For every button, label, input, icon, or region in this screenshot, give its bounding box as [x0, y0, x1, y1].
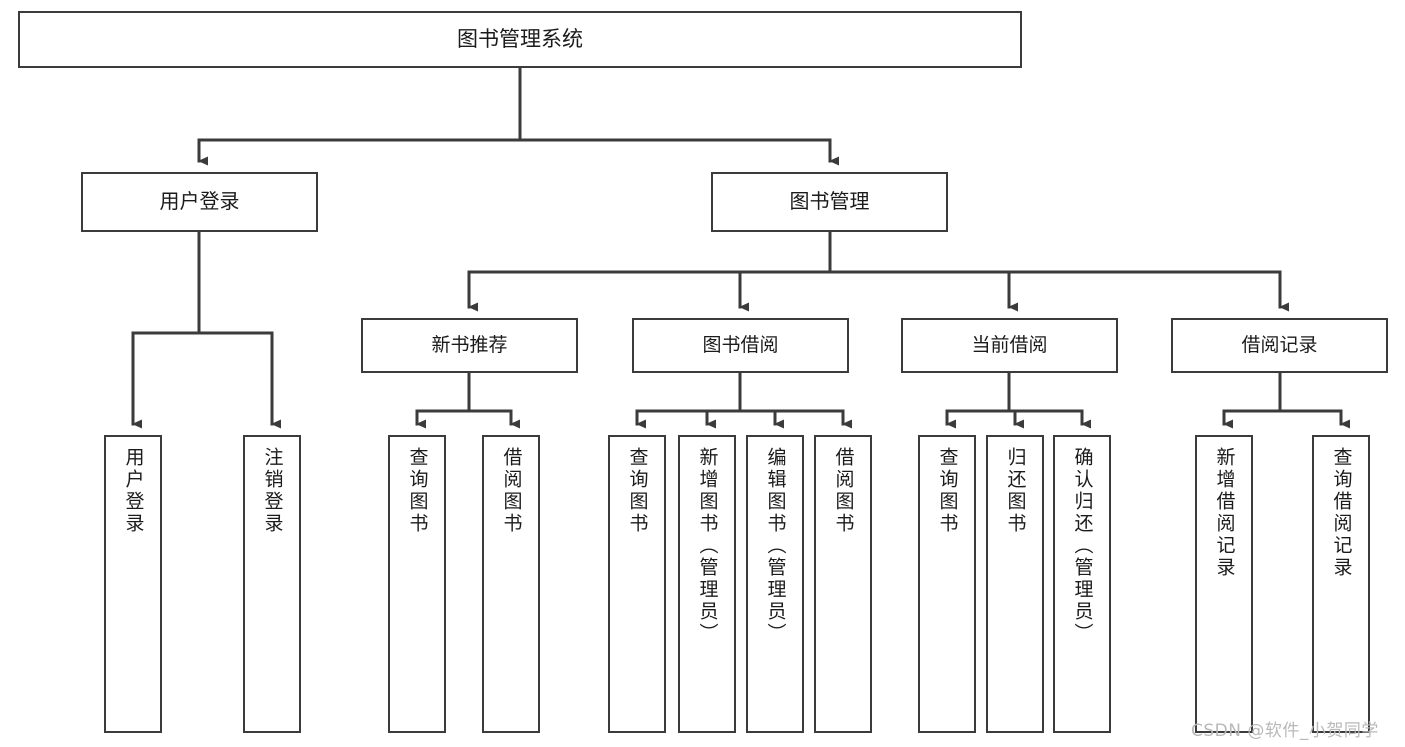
node-leaf-confirm-return[interactable]: 确认归还（管理员）: [1053, 435, 1111, 733]
node-new-book-recommend[interactable]: 新书推荐: [361, 318, 578, 373]
node-leaf-user-login[interactable]: 用户登录: [104, 435, 162, 733]
node-leaf-query-book-2[interactable]: 查询图书: [608, 435, 666, 733]
node-leaf-query-book-3[interactable]: 查询图书: [918, 435, 976, 733]
node-label: 图书管理: [789, 189, 870, 214]
node-label: 借阅记录: [1241, 334, 1318, 357]
node-leaf-add-record[interactable]: 新增借阅记录: [1195, 435, 1253, 733]
node-leaf-add-book[interactable]: 新增图书（管理员）: [678, 435, 736, 733]
node-label: 查询图书: [936, 447, 959, 535]
node-leaf-query-book-1[interactable]: 查询图书: [388, 435, 446, 733]
node-label: 当前借阅: [971, 334, 1048, 357]
node-leaf-return-book[interactable]: 归还图书: [986, 435, 1044, 733]
node-leaf-borrow-book-2[interactable]: 借阅图书: [814, 435, 872, 733]
node-label: 新书推荐: [431, 334, 508, 357]
node-label: 确认归还（管理员）: [1071, 447, 1094, 645]
node-user-login[interactable]: 用户登录: [81, 172, 318, 232]
node-label: 查询借阅记录: [1330, 447, 1353, 579]
node-label: 用户登录: [122, 447, 145, 535]
node-book-borrow[interactable]: 图书借阅: [632, 318, 849, 373]
node-label: 借阅图书: [500, 447, 523, 535]
node-label: 归还图书: [1004, 447, 1027, 535]
node-label: 编辑图书（管理员）: [764, 447, 787, 645]
node-leaf-edit-book[interactable]: 编辑图书（管理员）: [746, 435, 804, 733]
node-label: 查询图书: [406, 447, 429, 535]
node-label: 借阅图书: [832, 447, 855, 535]
node-label: 查询图书: [626, 447, 649, 535]
node-book-manage[interactable]: 图书管理: [711, 172, 948, 232]
node-label: 新增借阅记录: [1213, 447, 1236, 579]
node-label: 图书管理系统: [457, 27, 583, 52]
node-leaf-query-record[interactable]: 查询借阅记录: [1312, 435, 1370, 733]
node-label: 新增图书（管理员）: [696, 447, 719, 645]
node-current-borrow[interactable]: 当前借阅: [901, 318, 1118, 373]
node-label: 注销登录: [261, 447, 284, 535]
node-leaf-borrow-book-1[interactable]: 借阅图书: [482, 435, 540, 733]
node-label: 用户登录: [159, 189, 240, 214]
node-borrow-record[interactable]: 借阅记录: [1171, 318, 1388, 373]
node-root-system[interactable]: 图书管理系统: [18, 11, 1022, 68]
watermark-text: CSDN @软件_小贺同学: [1191, 721, 1379, 741]
node-label: 图书借阅: [702, 334, 779, 357]
node-leaf-logout[interactable]: 注销登录: [243, 435, 301, 733]
